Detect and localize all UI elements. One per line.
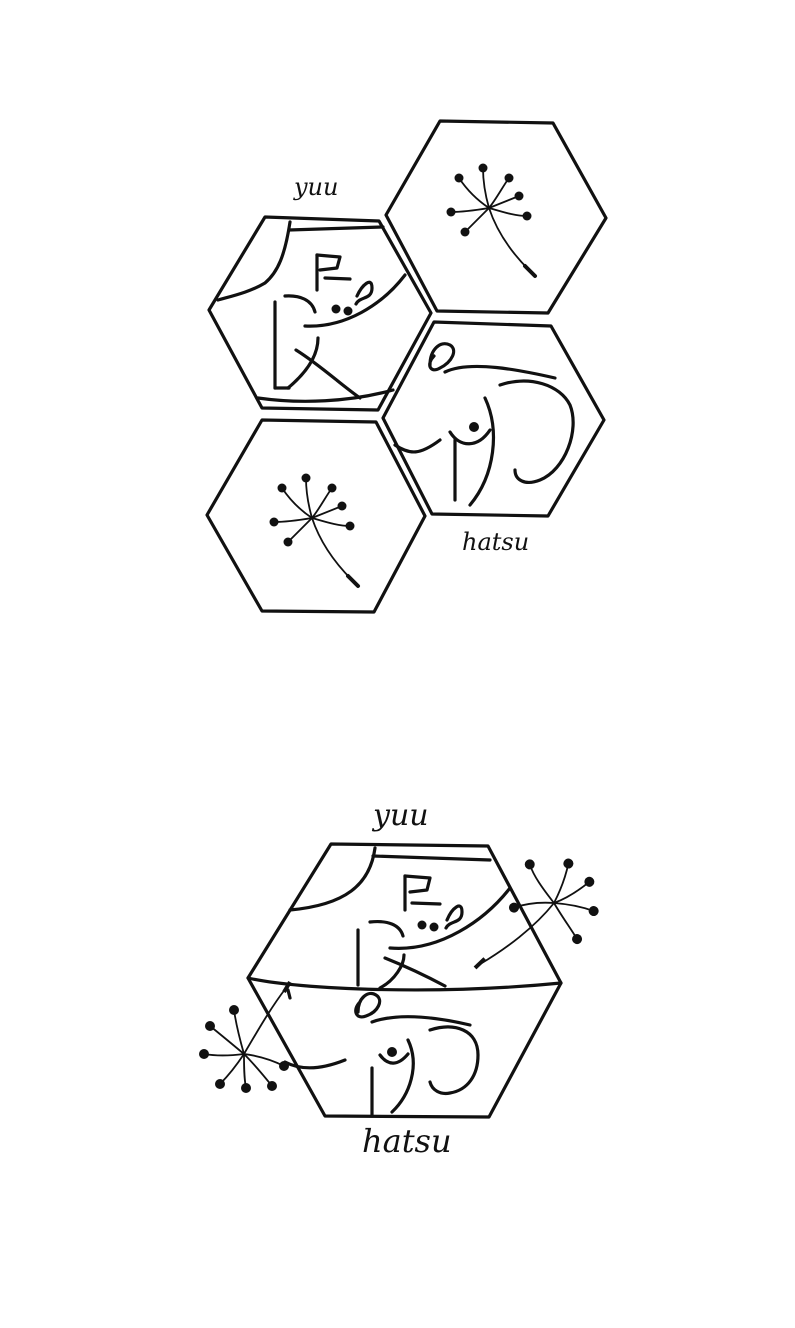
dandelion-seed-icon (473, 858, 599, 970)
label-yuu-top: yuu (293, 173, 338, 201)
dandelion-seed-icon (444, 161, 537, 278)
logo-top: yuu hatsu (205, 119, 608, 614)
hexagon-yuu: yuu (207, 173, 433, 412)
label-hatsu-bottom: hatsu (362, 1122, 452, 1160)
hexagon-hatsu: hatsu (381, 320, 606, 556)
hexagon-dandelion-top (384, 119, 608, 315)
kanji-hatsu-icon (283, 988, 480, 1118)
kanji-hatsu-icon (393, 342, 575, 507)
dandelion-seed-icon (199, 980, 292, 1093)
label-hatsu-top: hatsu (462, 528, 529, 556)
label-yuu-bottom: yuu (371, 798, 429, 833)
logo-bottom: yuu (199, 798, 599, 1160)
hexagon-dandelion-bottom (205, 418, 427, 614)
kanji-yuu-icon (216, 220, 407, 403)
dandelion-seed-icon (267, 471, 360, 588)
kanji-yuu-icon (288, 846, 512, 990)
